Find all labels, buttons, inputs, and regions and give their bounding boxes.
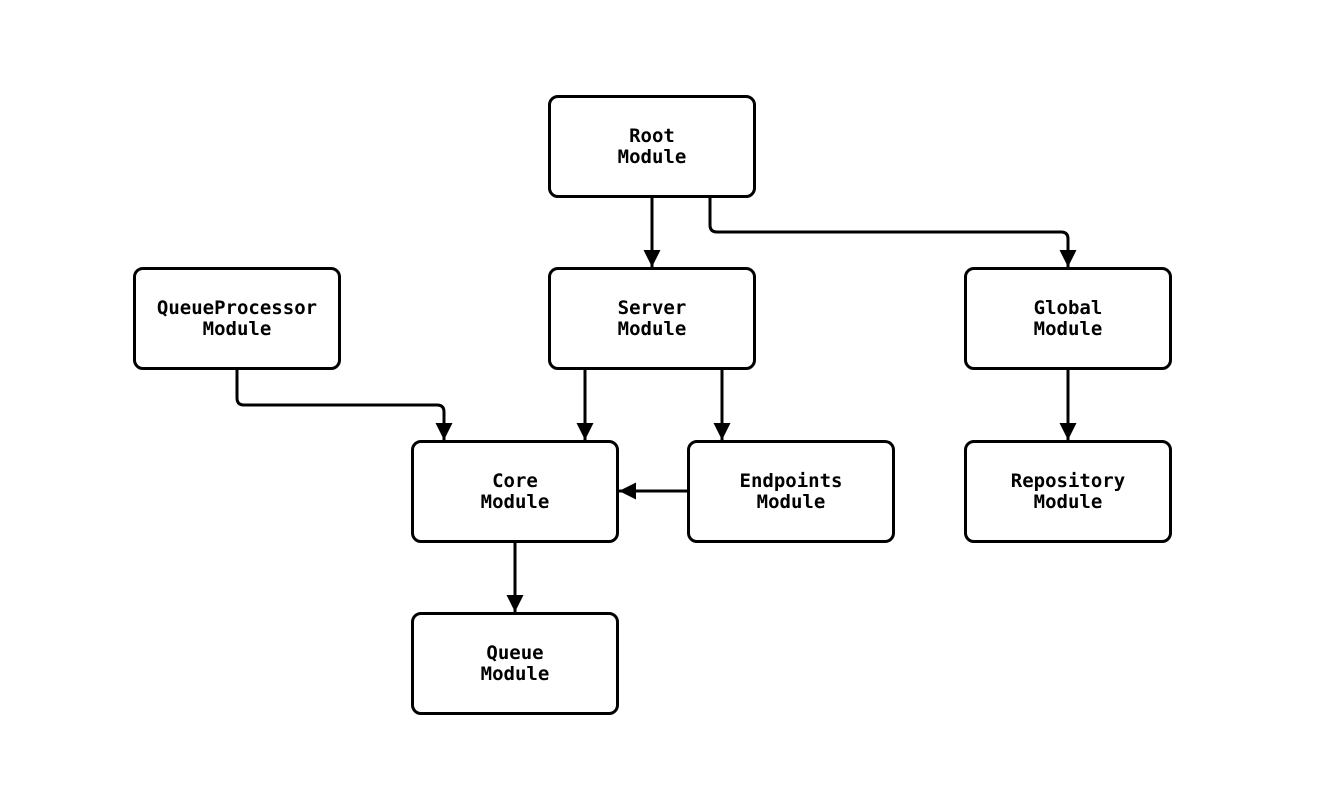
node-queueprocessor-module: QueueProcessor Module	[133, 267, 341, 370]
node-server-module: Server Module	[548, 267, 756, 370]
node-global-module: Global Module	[964, 267, 1172, 370]
edge-root-to-global	[708, 198, 1077, 267]
node-label: Server Module	[617, 296, 687, 340]
node-queue-module: Queue Module	[411, 612, 619, 715]
node-core-module: Core Module	[411, 440, 619, 543]
node-root-module: Root Module	[548, 95, 756, 198]
node-endpoints-module: Endpoints Module	[687, 440, 895, 543]
node-label: Endpoints Module	[739, 469, 843, 513]
node-label: Root Module	[617, 124, 687, 168]
node-label: Queue Module	[480, 641, 550, 685]
node-label: QueueProcessor Module	[156, 296, 318, 340]
node-label: Core Module	[480, 469, 550, 513]
node-label: Global Module	[1033, 296, 1103, 340]
edge-queue-processor-to-core	[235, 370, 453, 440]
node-label: Repository Module	[1010, 469, 1126, 513]
node-repository-module: Repository Module	[964, 440, 1172, 543]
